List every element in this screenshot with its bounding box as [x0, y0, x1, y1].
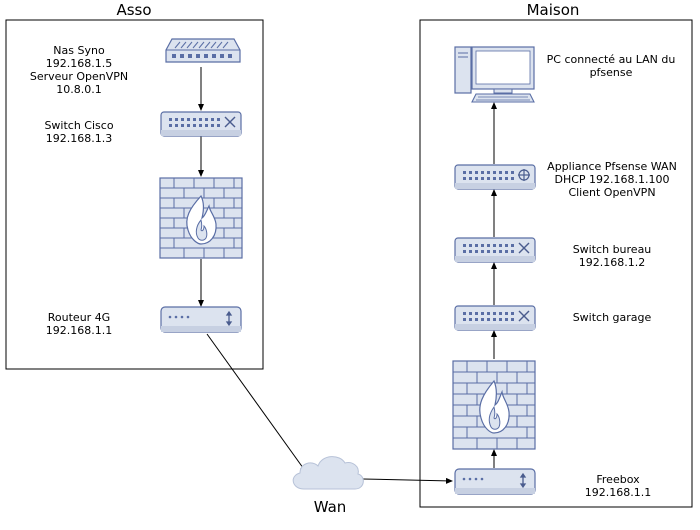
edge-routeur-to-wan: [206, 333, 307, 473]
switch-garage-label: Switch garage: [573, 311, 652, 324]
freebox-icon: [454, 468, 536, 495]
nas-label-line-4: 10.8.0.1: [56, 83, 101, 96]
switch-bureau-icon: [454, 237, 536, 263]
asso-title: Asso: [116, 1, 151, 19]
switch-cisco-label-line-1: Switch Cisco: [44, 119, 113, 132]
nas-icon: [165, 38, 241, 63]
pfsense-label-line-3: Client OpenVPN: [568, 186, 655, 199]
edge-wan-to-freebox: [362, 477, 453, 484]
pc-icon: [454, 46, 535, 103]
wan-title: Wan: [314, 498, 347, 516]
nas-label-line-2: 192.168.1.5: [46, 57, 112, 70]
freebox-label-line-1: Freebox: [596, 473, 640, 486]
freebox-label-line-2: 192.168.1.1: [585, 486, 651, 499]
pfsense-appliance-icon: [454, 164, 536, 190]
wan-cloud-icon: [292, 456, 364, 490]
switch-cisco-icon: [160, 111, 242, 137]
switch-garage-icon: [454, 305, 536, 331]
asso-group-box: [5, 19, 264, 370]
nas-label-line-1: Nas Syno: [53, 44, 105, 57]
nas-label-line-3: Serveur OpenVPN: [30, 70, 128, 83]
pfsense-label-line-2: DHCP 192.168.1.100: [554, 173, 669, 186]
switch-cisco-label-line-2: 192.168.1.3: [46, 132, 112, 145]
pfsense-label-line-1: Appliance Pfsense WAN: [547, 160, 677, 173]
maison-group-box: [419, 19, 693, 508]
routeur-4g-label-line-1: Routeur 4G: [48, 311, 110, 324]
maison-title: Maison: [527, 1, 580, 19]
switch-bureau-label-line-2: 192.168.1.2: [579, 256, 645, 269]
routeur-4g-label-line-2: 192.168.1.1: [46, 324, 112, 337]
firewall-icon-asso: [159, 177, 243, 259]
switch-bureau-label-line-1: Switch bureau: [573, 243, 652, 256]
pc-label-line-2: pfsense: [590, 66, 633, 79]
pc-label-line-1: PC connecté au LAN du: [547, 53, 676, 66]
firewall-icon-maison: [452, 360, 536, 450]
routeur-4g-icon: [160, 306, 242, 333]
